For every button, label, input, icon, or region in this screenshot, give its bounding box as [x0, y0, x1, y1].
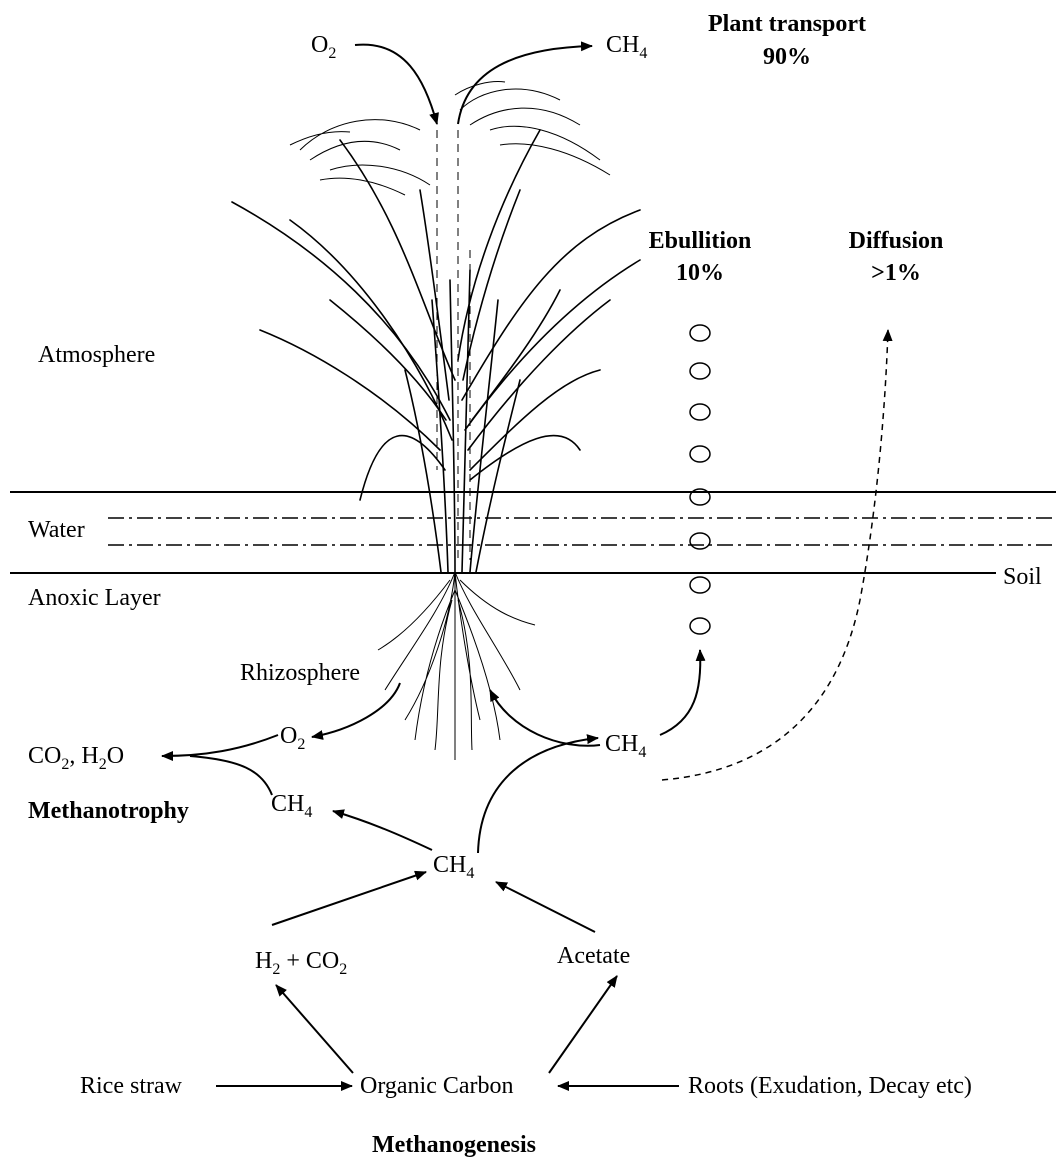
bubble: [690, 363, 710, 379]
soil-label: Soil: [1003, 564, 1042, 590]
arrow-organic-to-acetate: [549, 976, 617, 1073]
arrow-h2co2-to-ch4: [272, 872, 426, 925]
bubble: [690, 446, 710, 462]
co2-h2o-label: CO2, H2O: [28, 743, 124, 773]
bubble: [690, 618, 710, 634]
bubble: [690, 533, 710, 549]
ebullition-bubbles: [690, 325, 710, 634]
rice-plant-illustration: [232, 82, 640, 760]
o2-rhizosphere-label: O2: [280, 723, 305, 753]
arrow-ch4-to-upper: [478, 738, 598, 853]
bubble: [690, 325, 710, 341]
bubble: [690, 577, 710, 593]
ch4-atmosphere-label: CH4: [606, 32, 647, 62]
roots-label: Roots (Exudation, Decay etc): [688, 1073, 972, 1099]
o2-into-plant-arrow: [355, 45, 437, 124]
rhizosphere-label: Rhizosphere: [240, 660, 360, 686]
arrow-ch4-to-co2: [190, 756, 272, 795]
diffusion-label: Diffusion: [849, 228, 944, 254]
diffusion-arrow: [662, 330, 888, 780]
ch4-soil-label: CH4: [605, 731, 646, 761]
anoxic-layer-label: Anoxic Layer: [28, 585, 161, 611]
arrow-o2-to-co2: [162, 735, 278, 756]
atmosphere-label: Atmosphere: [38, 342, 155, 368]
arrow-ch4-to-bubbles: [660, 650, 700, 735]
plant-transport-percent: 90%: [763, 44, 811, 70]
arrow-organic-to-h2co2: [276, 985, 353, 1073]
water-label: Water: [28, 517, 85, 543]
bubble: [690, 404, 710, 420]
acetate-label: Acetate: [557, 943, 630, 969]
ebullition-label: Ebullition: [649, 228, 752, 254]
methanogenesis-label: Methanogenesis: [372, 1132, 536, 1158]
arrow-acetate-to-ch4: [496, 882, 595, 932]
rice-straw-label: Rice straw: [80, 1073, 183, 1099]
h2-co2-label: H2 + CO2: [255, 948, 347, 978]
o2-atmosphere-label: O2: [311, 32, 336, 62]
ch4-production-label: CH4: [433, 852, 474, 882]
organic-carbon-label: Organic Carbon: [360, 1073, 514, 1099]
ch4-oxidation-label: CH4: [271, 791, 312, 821]
arrow-ch4-to-roots: [490, 690, 600, 746]
diffusion-percent: >1%: [871, 260, 921, 286]
arrow-rhizosphere-to-o2: [312, 683, 400, 737]
plant-transport-label: Plant transport: [708, 11, 866, 37]
methanotrophy-label: Methanotrophy: [28, 798, 189, 824]
arrow-ch4-to-oxidation: [333, 811, 432, 850]
ebullition-percent: 10%: [676, 260, 724, 286]
